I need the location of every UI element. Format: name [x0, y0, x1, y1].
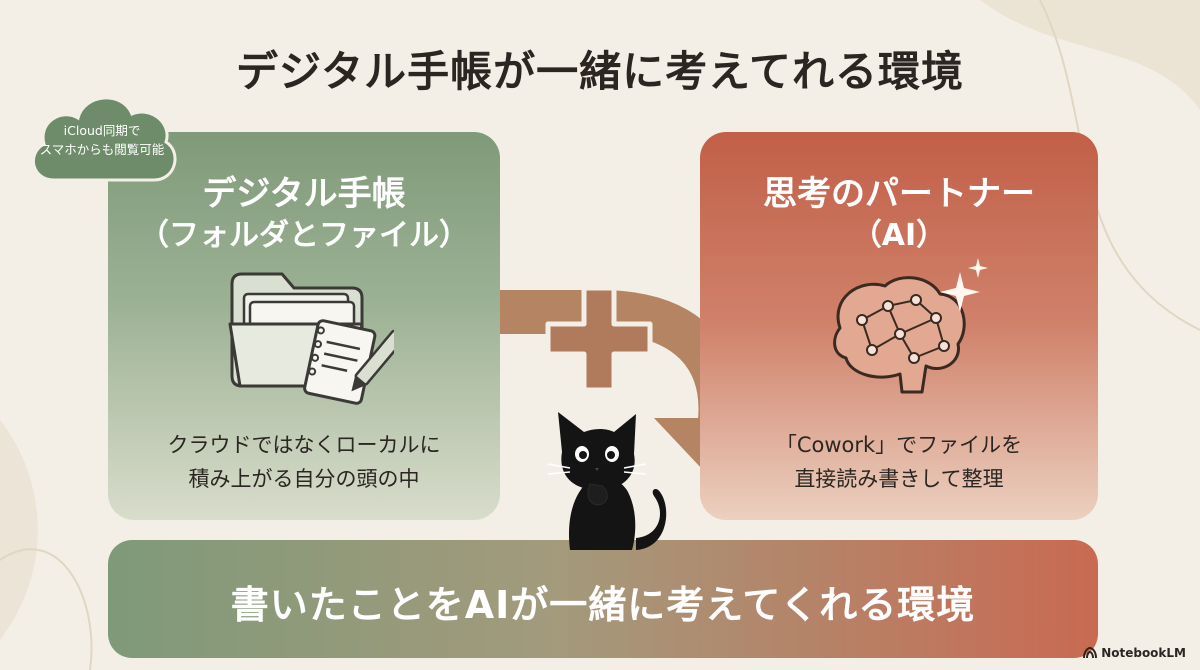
- digital-notebook-description: クラウドではなくローカルに 積み上がる自分の頭の中: [167, 433, 441, 491]
- brand-name: NotebookLM: [1101, 646, 1186, 660]
- summary-banner: 書いたことをAIが一緒に考えてくれる環境: [108, 540, 1098, 658]
- ai-partner-description: 「Cowork」でファイルを 直接読み書きして整理: [775, 433, 1023, 491]
- ai-partner-subtitle: （AI）: [851, 218, 947, 253]
- icloud-sync-note: iCloud同期で スマホからも閲覧可能: [39, 123, 165, 157]
- digital-notebook-subtitle: （フォルダとファイル）: [139, 218, 469, 253]
- digital-notebook-panel: デジタル手帳 （フォルダとファイル） クラウドではなくローカルに 積み上がる自分…: [108, 132, 500, 520]
- cloud-icon: [32, 96, 177, 182]
- ai-partner-panel: 思考のパートナー （AI） 「Cowo: [700, 132, 1098, 520]
- black-cat-icon: [547, 412, 667, 550]
- page-title: デジタル手帳が一緒に考えてれる環境: [235, 47, 965, 96]
- digital-notebook-title: デジタル手帳: [202, 174, 406, 214]
- brain-network-icon: [833, 258, 988, 394]
- plus-icon: [545, 285, 653, 393]
- brand-watermark: NotebookLM: [1083, 646, 1186, 660]
- folder-notebook-icon: [228, 272, 394, 405]
- ai-partner-title: 思考のパートナー: [763, 174, 1035, 214]
- summary-text: 書いたことをAIが一緒に考えてくれる環境: [230, 583, 976, 627]
- notebooklm-logo-icon: [1083, 647, 1098, 659]
